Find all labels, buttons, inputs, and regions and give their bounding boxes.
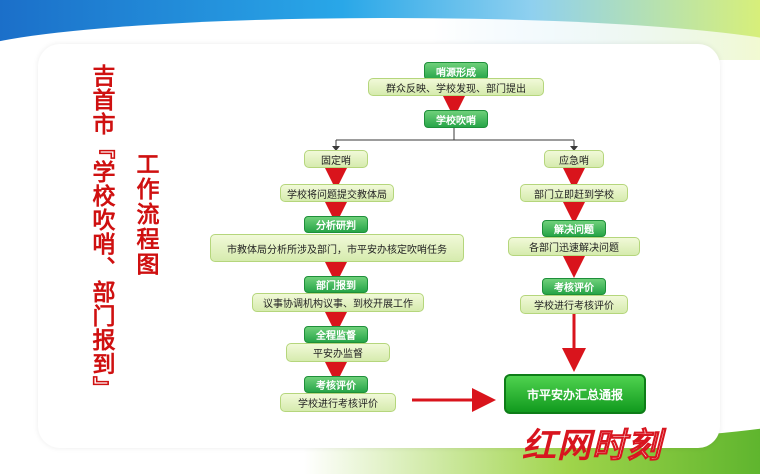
- node-left-eval-body: 学校进行考核评价: [280, 393, 396, 412]
- node-report-body: 议事协调机构议事、到校开展工作: [252, 293, 424, 312]
- logo-part-2: 时刻: [592, 426, 662, 467]
- node-report-header: 部门报到: [304, 276, 368, 293]
- node-supervise-header: 全程监督: [304, 326, 368, 343]
- title-line-1: 吉首市『学校吹哨、部门报到』: [88, 64, 114, 400]
- node-analysis-header: 分析研判: [304, 216, 368, 233]
- title-line-2: 工作流程图: [132, 152, 158, 277]
- node-source-body: 群众反映、学校发现、部门提出: [368, 78, 544, 96]
- node-final-report: 市平安办汇总通报: [504, 374, 646, 414]
- node-analysis-body: 市教体局分析所涉及部门，市平安办核定吹哨任务: [210, 234, 464, 262]
- logo-part-1: 红网: [522, 426, 592, 466]
- node-fixed-whistle: 固定哨: [304, 150, 368, 168]
- node-right-eval-body: 学校进行考核评价: [520, 295, 628, 314]
- rednet-logo: 红网时刻: [522, 418, 662, 467]
- node-right-eval-header: 考核评价: [542, 278, 606, 295]
- node-left-eval-header: 考核评价: [304, 376, 368, 393]
- node-rush-to-school: 部门立即赶到学校: [520, 184, 628, 202]
- node-solve-header: 解决问题: [542, 220, 606, 237]
- branch-connector-line: [335, 128, 575, 148]
- node-submit-to-bureau: 学校将问题提交教体局: [280, 184, 394, 202]
- node-emergency-whistle: 应急哨: [544, 150, 604, 168]
- node-supervise-body: 平安办监督: [286, 343, 390, 362]
- node-whistle-header: 学校吹哨: [424, 110, 488, 128]
- node-solve-body: 各部门迅速解决问题: [508, 237, 640, 256]
